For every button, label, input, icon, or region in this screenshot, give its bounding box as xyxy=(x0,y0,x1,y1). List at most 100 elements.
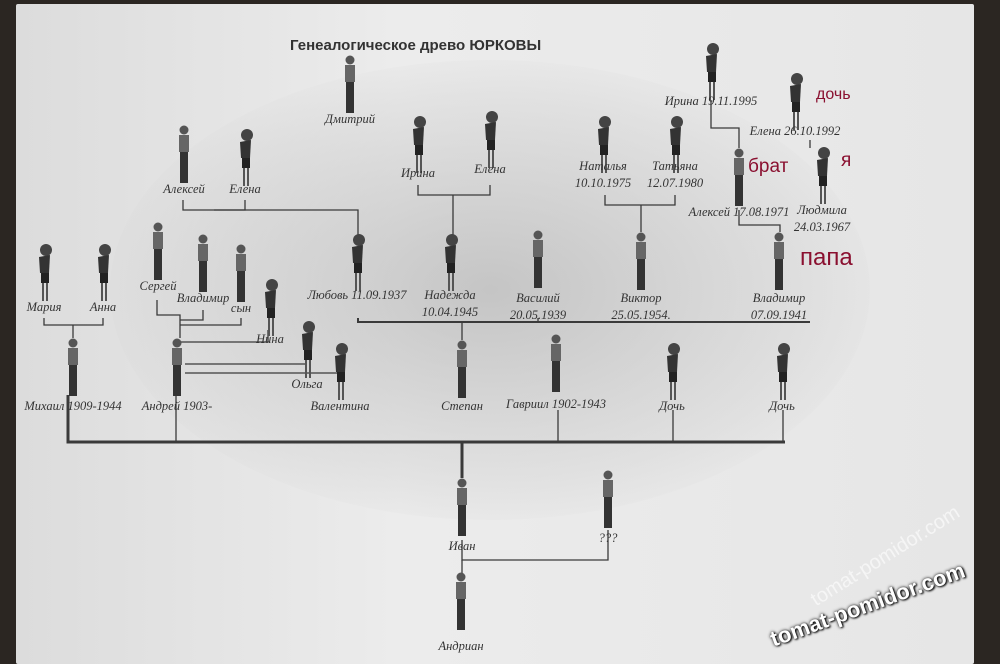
person-label: Татьяна 12.07.1980 xyxy=(647,158,703,192)
person-name: Надежда xyxy=(424,288,476,302)
person-name: Елена xyxy=(474,162,506,176)
person-label: Степан xyxy=(441,398,483,415)
person-name: Алексей xyxy=(163,182,205,196)
person-label: Ирина 19.11.1995 xyxy=(665,93,757,110)
person-date: 10.10.1975 xyxy=(574,176,632,190)
person-name: Нина xyxy=(256,332,284,346)
female-person-icon xyxy=(410,115,426,175)
male-person-icon xyxy=(731,148,747,208)
annotation-me: я xyxy=(841,150,852,171)
person-label: Виктор 25.05.1954. xyxy=(611,290,670,324)
person-name: Владимир xyxy=(176,291,230,305)
person-label: сын xyxy=(231,300,251,317)
person-name: Андрей 1903- xyxy=(141,399,213,413)
person-name: Сергей xyxy=(139,279,177,293)
male-person-icon xyxy=(342,55,358,115)
person-name: ??? xyxy=(598,531,618,545)
person-label: Анна xyxy=(90,299,116,316)
male-person-icon xyxy=(771,232,787,292)
person-date: 07.09.1941 xyxy=(750,308,808,322)
female-person-icon xyxy=(667,115,683,175)
female-person-icon xyxy=(482,110,498,170)
person-label: Михаил 1909-1944 xyxy=(24,398,121,415)
person-date: 20.05.1939 xyxy=(509,308,567,322)
female-person-icon xyxy=(237,128,253,188)
male-person-icon xyxy=(530,230,546,290)
male-person-icon xyxy=(176,125,192,185)
person-name: Василий xyxy=(516,291,560,305)
person-date: 24.03.1967 xyxy=(793,220,851,234)
person-name: Татьяна xyxy=(652,159,698,173)
male-person-icon xyxy=(65,338,81,398)
person-label: Сергей xyxy=(140,278,177,295)
person-name: Елена 26.10.1992 xyxy=(749,124,841,138)
person-name: Степан xyxy=(441,399,483,413)
female-person-icon xyxy=(36,243,52,303)
male-person-icon xyxy=(633,232,649,292)
male-person-icon xyxy=(454,340,470,400)
person-name: Людмила xyxy=(797,203,847,217)
person-name: Ольга xyxy=(291,377,323,391)
female-person-icon xyxy=(332,342,348,402)
male-person-icon xyxy=(195,234,211,294)
female-person-icon xyxy=(703,42,719,102)
person-label: Нина xyxy=(256,331,284,348)
male-person-icon xyxy=(548,334,564,394)
person-name: Гавриил 1902-1943 xyxy=(506,397,606,411)
person-name: Валентина xyxy=(310,399,370,413)
person-label: Любовь 11.09.1937 xyxy=(307,287,406,304)
annotation-daughter: дочь xyxy=(816,86,851,103)
person-label: Андриан xyxy=(438,638,483,655)
page-title: Генеалогическое древо ЮРКОВЫ xyxy=(290,37,542,54)
annotation-brother: брат xyxy=(748,156,789,177)
male-person-icon xyxy=(169,338,185,398)
annotation-dad: папа xyxy=(800,244,853,271)
person-label: Елена xyxy=(229,181,260,198)
person-name: Дочь xyxy=(769,399,795,413)
person-label: Владимир 07.09.1941 xyxy=(751,290,807,324)
person-name: Елена xyxy=(229,182,261,196)
male-person-icon xyxy=(454,478,470,538)
person-name: Виктор xyxy=(620,291,662,305)
person-name: Ирина 19.11.1995 xyxy=(664,94,758,108)
person-label: Валентина xyxy=(310,398,369,415)
male-person-icon xyxy=(600,470,616,530)
person-label: Елена xyxy=(474,161,505,178)
female-person-icon xyxy=(262,278,278,338)
person-label: Алексей xyxy=(163,181,205,198)
person-name: Иван xyxy=(448,539,476,553)
person-label: Дмитрий xyxy=(325,111,375,128)
person-label: Андрей 1903- xyxy=(142,398,213,415)
female-person-icon xyxy=(442,233,458,293)
person-label: Ольга xyxy=(291,376,322,393)
person-name: Андриан xyxy=(438,639,484,653)
person-label: Мария xyxy=(27,299,62,316)
person-label: Владимир xyxy=(177,290,230,307)
female-person-icon xyxy=(299,320,315,380)
person-label: Елена 26.10.1992 xyxy=(750,123,841,140)
female-person-icon xyxy=(814,146,830,206)
female-person-icon xyxy=(774,342,790,402)
female-person-icon xyxy=(95,243,111,303)
person-label: Гавриил 1902-1943 xyxy=(506,396,606,413)
female-person-icon xyxy=(349,233,365,293)
female-person-icon xyxy=(787,72,803,132)
female-person-icon xyxy=(595,115,611,175)
person-date: 12.07.1980 xyxy=(646,176,704,190)
person-name: Владимир xyxy=(752,291,806,305)
person-label: ??? xyxy=(599,530,618,547)
person-label: Дочь xyxy=(659,398,685,415)
person-name: сын xyxy=(230,301,252,315)
person-date: 25.05.1954. xyxy=(611,308,671,322)
person-label: Ирина xyxy=(401,165,435,182)
female-person-icon xyxy=(664,342,680,402)
person-label: Алексей 17.08.1971 xyxy=(689,204,790,221)
male-person-icon xyxy=(453,572,469,632)
person-name: Мария xyxy=(26,300,62,314)
person-name: Ирина xyxy=(401,166,435,180)
male-person-icon xyxy=(233,244,249,304)
person-label: Иван xyxy=(449,538,476,555)
